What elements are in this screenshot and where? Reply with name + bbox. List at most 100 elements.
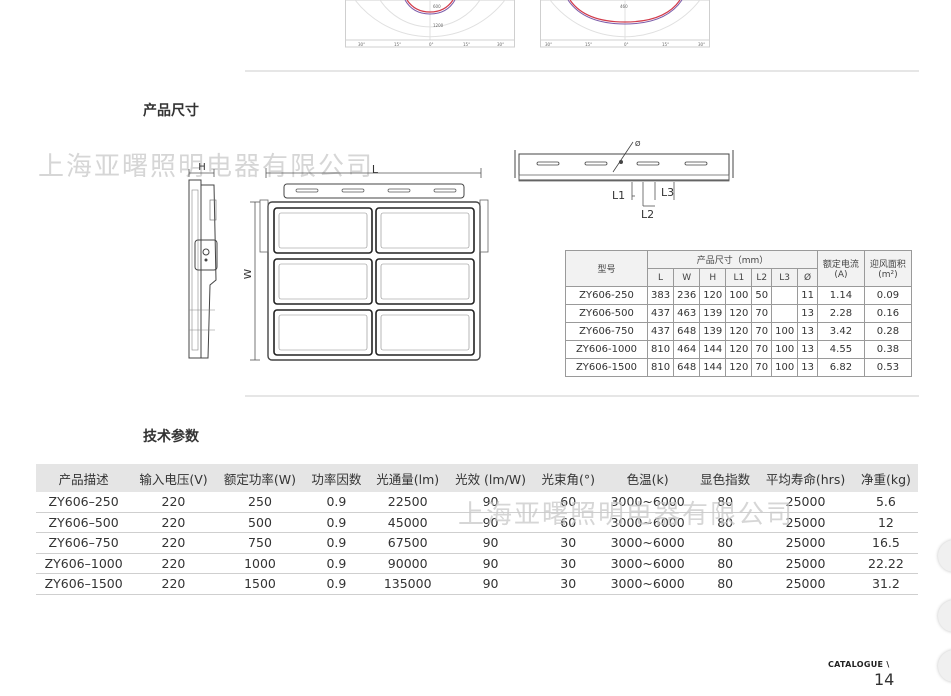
spec-cell: 220 — [131, 573, 216, 595]
dim-cell-model: ZY606-1000 — [565, 340, 648, 359]
dim-cell: 0.16 — [863, 304, 912, 323]
dim-cell: 120 — [725, 304, 753, 323]
dim-header-wind-area: 迎风面积(m²) — [863, 250, 912, 287]
spec-cell: 500 — [215, 512, 305, 533]
dim-cell: 120 — [725, 322, 753, 341]
dim-cell: 2.28 — [816, 304, 865, 323]
dim-cell: 13 — [797, 358, 818, 377]
graph-label: 1200 — [433, 23, 444, 28]
spec-cell-model: ZY606–500 — [36, 512, 132, 533]
dim-cell: 437 — [646, 304, 675, 323]
dim-cell: 120 — [725, 358, 753, 377]
divider-middle — [245, 395, 919, 397]
photometric-graph-right: 460 30° 15° 0° 15° 30° — [540, 0, 710, 48]
spec-cell: 90 — [446, 512, 535, 533]
bracket-drawing: Ø L1 L3 L2 — [514, 140, 734, 221]
dim-cell: 0.28 — [863, 322, 912, 341]
dim-cell: 70 — [751, 322, 773, 341]
dim-header-model: 型号 — [565, 250, 648, 287]
dim-cell: 236 — [673, 286, 701, 305]
dim-cell: 810 — [646, 358, 675, 377]
spec-cell: 30 — [534, 573, 603, 595]
photometric-graph-left: 600 1200 30° 15° 0° 15° 30° — [345, 0, 515, 48]
front-view-drawing: L W — [244, 163, 489, 361]
spec-cell-model: ZY606–250 — [36, 492, 132, 513]
dim-cell: 13 — [797, 304, 818, 323]
spec-header-cell: 光束角(°) — [534, 464, 603, 492]
spec-header-cell: 平均寿命(hrs) — [757, 464, 854, 492]
spec-cell: 3000~6000 — [602, 532, 694, 554]
dim-subheader: L2 — [751, 268, 773, 287]
side-tab-3[interactable] — [938, 650, 951, 682]
dim-label-l2: L2 — [641, 208, 654, 221]
spec-header-row: 产品描述输入电压(V)额定功率(W)功率因数光通量(lm)光效 (lm/W)光束… — [36, 464, 918, 492]
spec-cell: 250 — [215, 492, 305, 513]
dim-cell: 383 — [646, 286, 675, 305]
dim-label-h: H — [198, 162, 206, 173]
side-tab-2[interactable] — [938, 600, 951, 632]
graph-tick: 15° — [585, 42, 592, 47]
dim-cell: 0.53 — [863, 358, 912, 377]
dim-cell: 810 — [646, 340, 675, 359]
dim-cell: 100 — [771, 340, 799, 359]
dim-cell — [771, 304, 799, 323]
spec-table: 产品描述输入电压(V)额定功率(W)功率因数光通量(lm)光效 (lm/W)光束… — [36, 464, 918, 595]
spec-cell: 25000 — [757, 492, 854, 513]
spec-cell: 80 — [693, 512, 758, 533]
spec-cell: 25000 — [757, 553, 854, 574]
dim-subheader-row: L W H L1 L2 L3 Ø — [566, 268, 912, 287]
dim-cell: 70 — [751, 358, 773, 377]
spec-cell: 90 — [446, 553, 535, 574]
spec-cell: 60 — [534, 492, 603, 513]
spec-header-cell: 功率因数 — [304, 464, 369, 492]
side-tab-1[interactable] — [938, 540, 951, 572]
spec-cell: 22500 — [368, 492, 447, 513]
spec-cell: 90 — [446, 492, 535, 513]
spec-header-cell: 显色指数 — [693, 464, 758, 492]
photometric-curve-red — [406, 0, 454, 13]
dim-cell: 100 — [771, 358, 799, 377]
spec-cell-model: ZY606–1000 — [36, 553, 132, 574]
spec-cell: 90 — [446, 532, 535, 554]
spec-cell: 25000 — [757, 512, 854, 533]
dim-subheader: L1 — [725, 268, 753, 287]
graph-tick: 30° — [698, 42, 705, 47]
dim-cell: 120 — [699, 286, 727, 305]
dim-cell: 437 — [646, 322, 675, 341]
dim-subheader: H — [699, 268, 727, 287]
spec-cell: 80 — [693, 532, 758, 554]
spec-header-cell: 输入电压(V) — [131, 464, 216, 492]
section-title-size: 产品尺寸 — [143, 103, 199, 119]
photometric-curve-red — [569, 0, 681, 23]
spec-cell: 5.6 — [853, 492, 918, 513]
spec-cell: 80 — [693, 553, 758, 574]
spec-header-cell: 额定功率(W) — [215, 464, 305, 492]
spec-header-cell: 色温(k) — [602, 464, 694, 492]
spec-cell: 60 — [534, 512, 603, 533]
spec-cell: 31.2 — [853, 573, 918, 595]
dim-cell: 100 — [725, 286, 753, 305]
dim-label-phi: Ø — [635, 140, 641, 148]
dim-cell: 0.38 — [863, 340, 912, 359]
dim-cell-model: ZY606-1500 — [565, 358, 648, 377]
dim-cell — [771, 286, 799, 305]
spec-cell: 67500 — [368, 532, 447, 554]
dim-label-l: L — [372, 163, 379, 176]
spec-cell: 25000 — [757, 573, 854, 595]
spec-cell: 22.22 — [853, 553, 918, 574]
spec-cell: 135000 — [368, 573, 447, 595]
photometric-curve-purple — [567, 0, 683, 25]
spec-header-cell: 光通量(lm) — [368, 464, 447, 492]
dim-cell: 13 — [797, 340, 818, 359]
dim-cell-model: ZY606-500 — [565, 304, 648, 323]
page-number: 14 — [874, 670, 895, 689]
dim-cell: 13 — [797, 322, 818, 341]
dim-cell: 1.14 — [816, 286, 865, 305]
watermark-company: 上海亚曙照明电器有限公司 — [38, 152, 375, 182]
